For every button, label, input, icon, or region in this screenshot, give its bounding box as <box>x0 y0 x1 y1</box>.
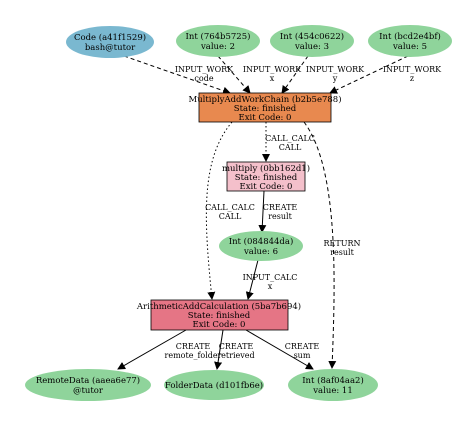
edge-label: CALL <box>279 143 302 152</box>
node-subtitle: value: 6 <box>243 247 278 257</box>
node-shape <box>176 25 260 57</box>
int-node[interactable]: Int (8af04aa2) value: 11 <box>288 369 378 401</box>
edge-label: x <box>270 74 275 83</box>
edge-label: code <box>194 74 213 83</box>
node-shape <box>164 370 264 400</box>
node-subtitle: @tutor <box>73 386 104 396</box>
workchain-node[interactable]: MultiplyAddWorkChain (b2b5e788) State: f… <box>188 92 342 123</box>
edge-label: CREATE <box>263 203 298 212</box>
edge-label: sum <box>294 351 311 360</box>
edge-label: remote_folder <box>165 351 222 360</box>
edge-label: INPUT_CALC <box>243 273 298 282</box>
node-subtitle: value: 3 <box>294 42 329 52</box>
edge-label: CREATE <box>219 342 254 351</box>
node-state: State: finished <box>235 173 298 183</box>
node-shape <box>198 92 332 123</box>
nodes: Code (a41f1529) bash@tutor Int (764b5725… <box>25 25 452 401</box>
edge-label: RETURN <box>324 239 361 248</box>
node-exit-code: Exit Code: 0 <box>239 113 292 123</box>
edge-result-arith <box>245 259 259 300</box>
edge-int-y-workchain <box>329 55 409 94</box>
edge-label: INPUT_WORK <box>383 65 442 74</box>
node-exit-code: Exit Code: 0 <box>193 320 246 330</box>
node-title: Int (bcd2e4bf) <box>379 31 441 42</box>
edge-label: INPUT_WORK <box>175 65 234 74</box>
node-shape <box>25 369 151 401</box>
node-subtitle: value: 11 <box>312 386 352 396</box>
node-title: multiply (0bb162d1) <box>222 163 310 174</box>
edge-arith-remote <box>117 329 187 370</box>
edge-label: INPUT_WORK <box>306 65 365 74</box>
edge-label: y <box>332 74 338 83</box>
int-node[interactable]: Int (084844da) value: 6 <box>219 231 303 261</box>
edge-label: CALL_CALC <box>265 134 315 143</box>
edge-label: retrieved <box>217 351 254 360</box>
remote-data-node[interactable]: RemoteData (aaea6e77) @tutor <box>25 369 151 401</box>
edge-label: x <box>268 282 273 291</box>
multiply-node[interactable]: multiply (0bb162d1) State: finished Exit… <box>222 161 310 192</box>
node-title: Int (454c0622) <box>280 31 344 42</box>
node-title: Code (a41f1529) <box>74 32 146 43</box>
edge-label: CREATE <box>176 342 211 351</box>
int-node[interactable]: Int (764b5725) value: 2 <box>176 25 260 57</box>
folder-data-node[interactable]: FolderData (d101fb6e) <box>164 370 264 400</box>
edge-label: CALL_CALC <box>205 203 255 212</box>
edge-label: CREATE <box>285 342 320 351</box>
arithmetic-node[interactable]: ArithmeticAddCalculation (5ba7b694) Stat… <box>136 299 301 331</box>
node-state: State: finished <box>234 104 297 114</box>
edge-code-workchain <box>123 55 231 95</box>
node-subtitle: value: 5 <box>392 42 427 52</box>
edge-label: result <box>268 212 292 221</box>
node-exit-code: Exit Code: 0 <box>240 182 293 192</box>
node-title: Int (764b5725) <box>186 31 251 42</box>
edge-labels: INPUT_WORK code INPUT_WORK x INPUT_WORK … <box>165 65 443 360</box>
node-shape <box>219 231 303 261</box>
node-title: Int (084844da) <box>229 236 294 247</box>
edge-label: INPUT_WORK <box>243 65 302 74</box>
node-title: Int (8af04aa2) <box>302 375 364 386</box>
node-title: RemoteData (aaea6e77) <box>36 375 140 386</box>
node-shape <box>270 25 354 57</box>
node-title: FolderData (d101fb6e) <box>165 380 263 391</box>
code-node[interactable]: Code (a41f1529) bash@tutor <box>66 26 154 58</box>
edge-label: z <box>410 74 414 83</box>
int-node[interactable]: Int (bcd2e4bf) value: 5 <box>368 25 452 57</box>
edge-workchain-sum <box>303 121 337 369</box>
node-shape <box>288 369 378 401</box>
edge-int-x-workchain <box>281 55 309 94</box>
node-title: ArithmeticAddCalculation (5ba7b694) <box>136 301 301 312</box>
int-node[interactable]: Int (454c0622) value: 3 <box>270 25 354 57</box>
node-subtitle: value: 2 <box>200 42 235 52</box>
node-shape <box>66 26 154 58</box>
edge-arith-sum <box>245 329 314 370</box>
node-shape <box>368 25 452 57</box>
edges <box>117 55 409 370</box>
edge-multiply-result <box>258 190 267 233</box>
node-state: State: finished <box>188 311 251 321</box>
node-subtitle: bash@tutor <box>85 43 136 53</box>
edge-label: CALL <box>219 212 242 221</box>
node-shape <box>150 299 289 331</box>
node-shape <box>226 161 306 192</box>
edge-int-w-workchain <box>217 55 251 94</box>
edge-label: result <box>330 248 354 257</box>
edge-arith-folder <box>214 329 224 370</box>
node-title: MultiplyAddWorkChain (b2b5e788) <box>188 94 341 105</box>
